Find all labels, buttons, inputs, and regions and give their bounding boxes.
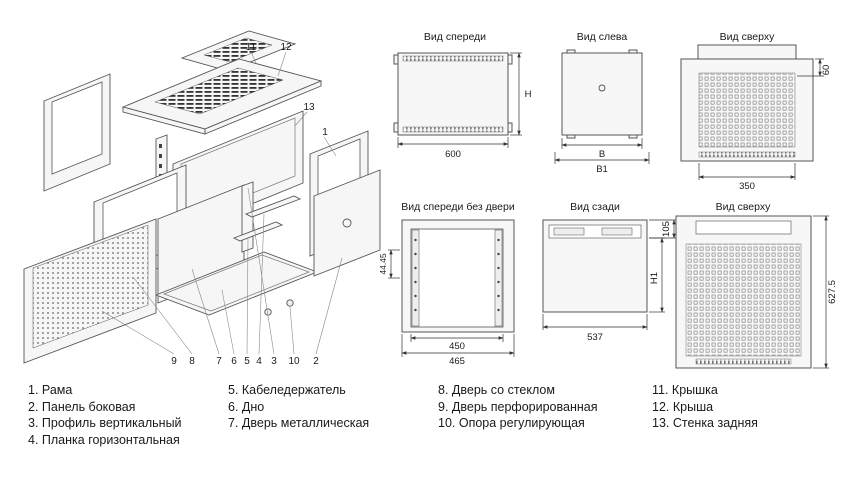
- part-item-12: 12. Крыша: [652, 399, 714, 414]
- rear-view: Вид сзади H1 105 537: [542, 201, 677, 343]
- callout-6: 6: [231, 356, 237, 367]
- callout-8: 8: [189, 356, 195, 367]
- part-item-9: 9. Дверь перфорированная: [438, 399, 598, 414]
- part-item-10: 10. Опора регулирующая: [438, 416, 585, 430]
- part-item-11: 11. Крышка: [652, 383, 718, 397]
- callout-numbers: 11 12 13 1 9 8 7 6 5 4 3 10 2: [171, 42, 328, 367]
- outer-width-value: 465: [449, 356, 465, 367]
- callout-2: 2: [313, 356, 319, 367]
- callout-12: 12: [280, 42, 292, 53]
- callout-13: 13: [303, 102, 315, 113]
- opening-width-value: 450: [449, 341, 465, 352]
- top-small-width-value: 350: [739, 181, 755, 192]
- front-height-value: H: [525, 89, 532, 100]
- left-b-value: B: [599, 149, 605, 160]
- left-b1-dimension: B1: [554, 152, 650, 175]
- part-item-2: 2. Панель боковая: [28, 399, 136, 414]
- callout-11: 11: [246, 42, 257, 53]
- front-no-door-drawing: [401, 219, 515, 333]
- left-b-dimension: B: [561, 138, 643, 160]
- top-small-depth-value: 60: [821, 65, 832, 76]
- part-perforated-door: [23, 218, 157, 364]
- callout-leaders: [101, 51, 343, 355]
- part-item-7: 7. Дверь металлическая: [228, 416, 370, 430]
- rear-width-value: 537: [587, 332, 603, 343]
- rear-view-label: Вид сзади: [570, 201, 620, 213]
- callout-4: 4: [256, 356, 262, 367]
- parts-list: 1. Рама 2. Панель боковая 3. Профиль вер…: [0, 382, 842, 472]
- front-width-dimension: 600: [397, 137, 509, 160]
- parts-column-1: 1. Рама 2. Панель боковая 3. Профиль вер…: [28, 382, 182, 448]
- exploded-view: 11 12 13 1 9 8 7 6 5 4 3 10 2: [23, 30, 381, 367]
- callout-1: 1: [322, 127, 328, 138]
- front-view-label: Вид спереди: [424, 31, 486, 43]
- parts-column-3: 8. Дверь со стеклом 9. Дверь перфорирова…: [438, 382, 597, 432]
- top-large-depth-value: 627.5: [827, 280, 838, 304]
- top-view-small-label: Вид сверху: [720, 31, 775, 43]
- front-no-door-view: Вид спереди без двери 44.45: [378, 201, 515, 367]
- rack-unit-dimension: 44.45: [378, 249, 400, 279]
- part-cable-holder: [232, 221, 284, 242]
- callout-9: 9: [171, 356, 177, 367]
- part-support: [264, 299, 294, 316]
- left-view: Вид слева B B1: [554, 31, 650, 175]
- part-side-panel: [313, 169, 381, 277]
- outer-width-dimension: 465: [401, 334, 515, 367]
- top-view-large: Вид сверху 627.5: [675, 201, 838, 369]
- front-height-dimension: H: [510, 52, 532, 136]
- part-roof: [121, 58, 323, 135]
- front-no-door-label: Вид спереди без двери: [401, 201, 515, 213]
- top-view-large-drawing: [675, 215, 812, 369]
- part-glass-door: [43, 73, 111, 192]
- top-small-depth-dimension: 60: [797, 58, 832, 77]
- part-cover: [180, 30, 297, 72]
- part-item-13: 13. Стенка задняя: [652, 416, 758, 430]
- top-view-small: Вид сверху 60 350: [680, 31, 832, 192]
- left-view-drawing: [561, 49, 643, 139]
- part-item-4: 4. Планка горизонтальная: [28, 432, 180, 447]
- left-b1-value: B1: [596, 164, 608, 175]
- top-large-depth-dimension: 627.5: [813, 215, 838, 369]
- callout-3: 3: [271, 356, 277, 367]
- part-item-5: 5. Кабеледержатель: [228, 383, 346, 397]
- top-small-width-dimension: 350: [698, 163, 796, 192]
- rack-unit-value: 44.45: [378, 253, 388, 275]
- top-view-small-drawing: [680, 44, 814, 162]
- left-view-label: Вид слева: [577, 31, 628, 43]
- part-item-6: 6. Дно: [228, 399, 265, 414]
- rear-h1-value: H1: [649, 272, 660, 284]
- part-item-1: 1. Рама: [28, 383, 73, 397]
- callout-10: 10: [288, 356, 300, 367]
- part-item-3: 3. Профиль вертикальный: [28, 416, 182, 430]
- front-view: Вид спереди 600 H: [393, 31, 532, 160]
- rear-width-dimension: 537: [542, 314, 648, 343]
- part-item-8: 8. Дверь со стеклом: [438, 383, 555, 397]
- opening-width-dimension: 450: [410, 334, 504, 352]
- parts-column-2: 5. Кабеледержатель 6. Дно 7. Дверь метал…: [228, 382, 369, 432]
- rear-view-drawing: [542, 219, 648, 313]
- front-view-drawing: [393, 52, 513, 136]
- top-view-large-label: Вид сверху: [716, 201, 771, 213]
- callout-7: 7: [216, 356, 222, 367]
- rear-top-value: 105: [661, 221, 672, 237]
- rear-top-dimension: 105: [649, 219, 677, 239]
- front-width-value: 600: [445, 149, 461, 160]
- callout-5: 5: [244, 356, 250, 367]
- parts-column-4: 11. Крышка 12. Крыша 13. Стенка задняя: [652, 382, 758, 432]
